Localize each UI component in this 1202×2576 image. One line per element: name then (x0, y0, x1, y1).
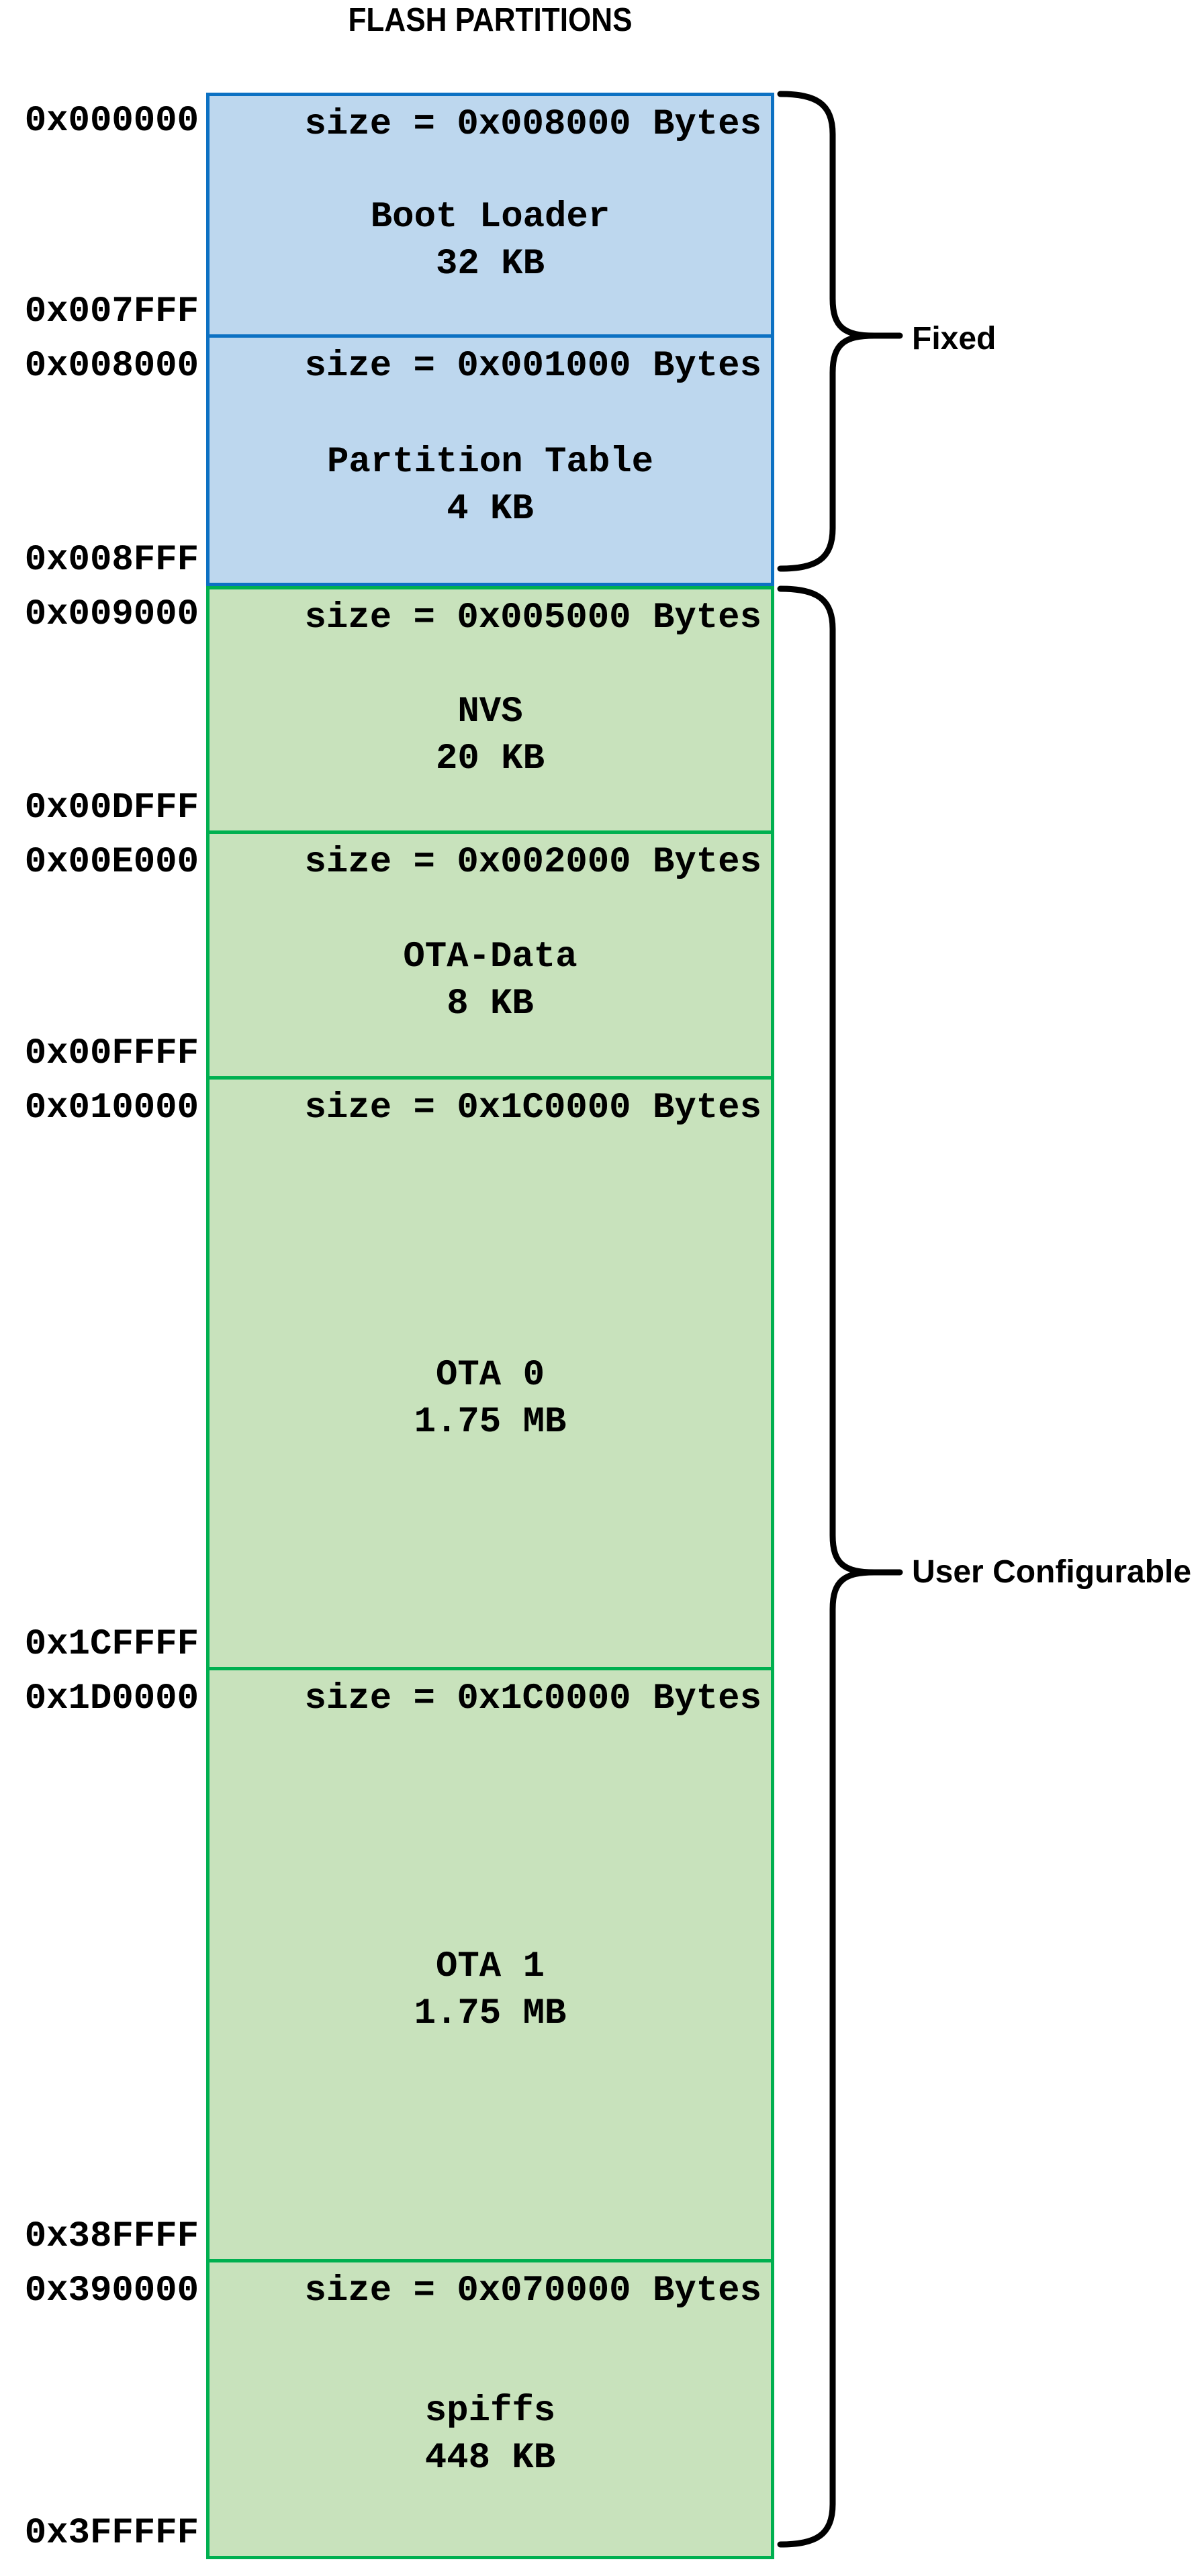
partition-size-label: size = 0x002000 Bytes (304, 842, 761, 883)
partition-size-human: 1.75 MB (414, 1993, 567, 2034)
start-address-label: 0x1D0000 (24, 1678, 199, 1719)
partition-name: Partition Table (326, 441, 654, 483)
partition-name-group: OTA 1 1.75 MB (210, 1721, 771, 2259)
start-address-label: 0x390000 (24, 2271, 199, 2311)
partition-block-spiffs: size = 0x070000 Bytes spiffs 448 KB (206, 2259, 774, 2559)
partition-name: spiffs (424, 2390, 556, 2432)
start-address-label: 0x010000 (24, 1088, 199, 1129)
partition-name-group: OTA 0 1.75 MB (210, 1131, 771, 1667)
end-address-label: 0x3FFFFF (24, 2513, 199, 2554)
end-address-label: 0x1CFFFF (24, 1624, 199, 1665)
partition-name-group: NVS 20 KB (210, 640, 771, 830)
partition-name: OTA 1 (435, 1946, 545, 1987)
partition-size-human: 4 KB (447, 488, 534, 530)
start-address-label: 0x00E000 (24, 842, 199, 883)
partition-name: OTA 0 (435, 1354, 545, 1396)
group-label-fixed: Fixed (912, 321, 997, 356)
partition-name-group: OTA-Data 8 KB (210, 885, 771, 1076)
partition-size-label: size = 0x008000 Bytes (304, 104, 761, 145)
partition-size-label: size = 0x1C0000 Bytes (304, 1678, 761, 1719)
partition-size-label: size = 0x001000 Bytes (304, 346, 761, 387)
partition-size-human: 448 KB (424, 2437, 556, 2479)
end-address-label: 0x00FFFF (24, 1033, 199, 1074)
partition-size-label: size = 0x005000 Bytes (304, 598, 761, 638)
end-address-label: 0x00DFFF (24, 788, 199, 828)
end-address-label: 0x38FFFF (24, 2216, 199, 2257)
partition-name-group: Boot Loader 32 KB (210, 147, 771, 334)
partition-size-human: 1.75 MB (414, 1401, 567, 1443)
partition-size-label: size = 0x070000 Bytes (304, 2271, 761, 2311)
partition-name-group: Partition Table 4 KB (210, 389, 771, 583)
partition-name: Boot Loader (370, 196, 610, 238)
end-address-label: 0x007FFF (24, 291, 199, 332)
partition-size-human: 20 KB (435, 738, 545, 779)
curly-brace-user-configurable (777, 585, 875, 2548)
end-address-label: 0x008FFF (24, 540, 199, 581)
partition-name: OTA-Data (403, 936, 577, 977)
start-address-label: 0x008000 (24, 346, 199, 387)
page-title: FLASH PARTITIONS (348, 2, 633, 38)
start-address-label: 0x000000 (24, 101, 199, 142)
partition-size-label: size = 0x1C0000 Bytes (304, 1088, 761, 1129)
partition-name: NVS (457, 691, 523, 732)
curly-brace-fixed (777, 91, 875, 572)
partition-size-human: 8 KB (447, 983, 534, 1024)
partition-name-group: spiffs 448 KB (210, 2313, 771, 2556)
partition-size-human: 32 KB (435, 243, 545, 285)
start-address-label: 0x009000 (24, 594, 199, 635)
group-label-user-configurable: User Configurable (912, 1554, 1192, 1590)
